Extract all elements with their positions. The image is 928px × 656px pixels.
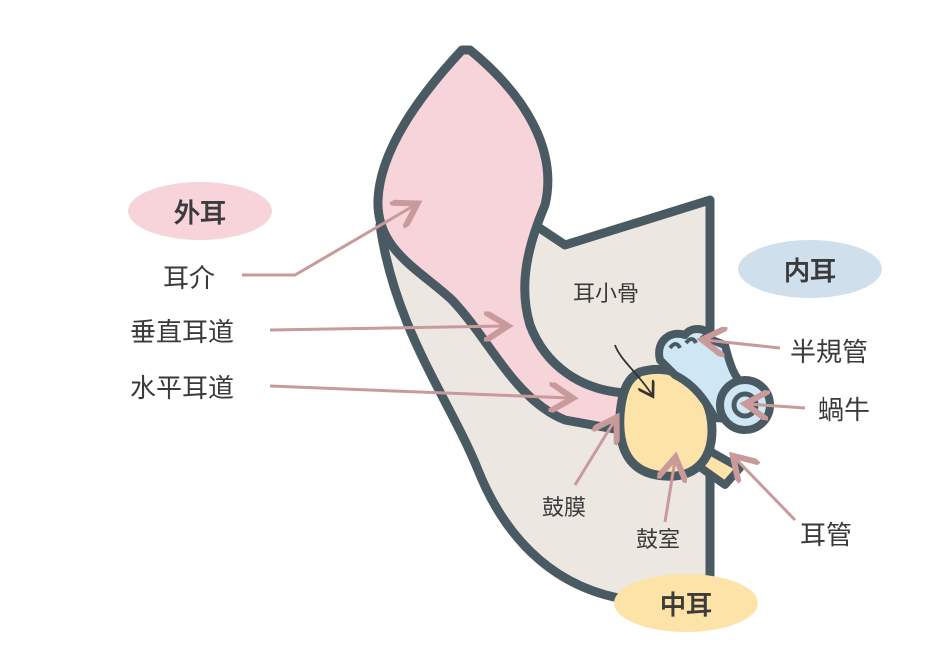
label-eardrum: 鼓膜 [542,496,587,521]
inner-ear-badge: 内耳 [738,240,882,298]
label-ossicles: 耳小骨 [573,282,640,307]
label-semicircular-canals: 半規管 [790,338,869,368]
outer-ear-badge: 外耳 [128,182,272,240]
arrows [242,205,806,523]
label-horizontal-canal: 水平耳道 [130,374,235,404]
label-vertical-canal: 垂直耳道 [130,318,235,348]
middle-ear-badge: 中耳 [614,574,758,632]
label-tympanic-cavity: 鼓室 [636,528,681,553]
label-cochlea: 蝸牛 [818,396,871,426]
ossicles-pointer [614,344,652,395]
label-eustachian-tube: 耳管 [800,521,853,551]
label-pinna: 耳介 [163,264,216,294]
